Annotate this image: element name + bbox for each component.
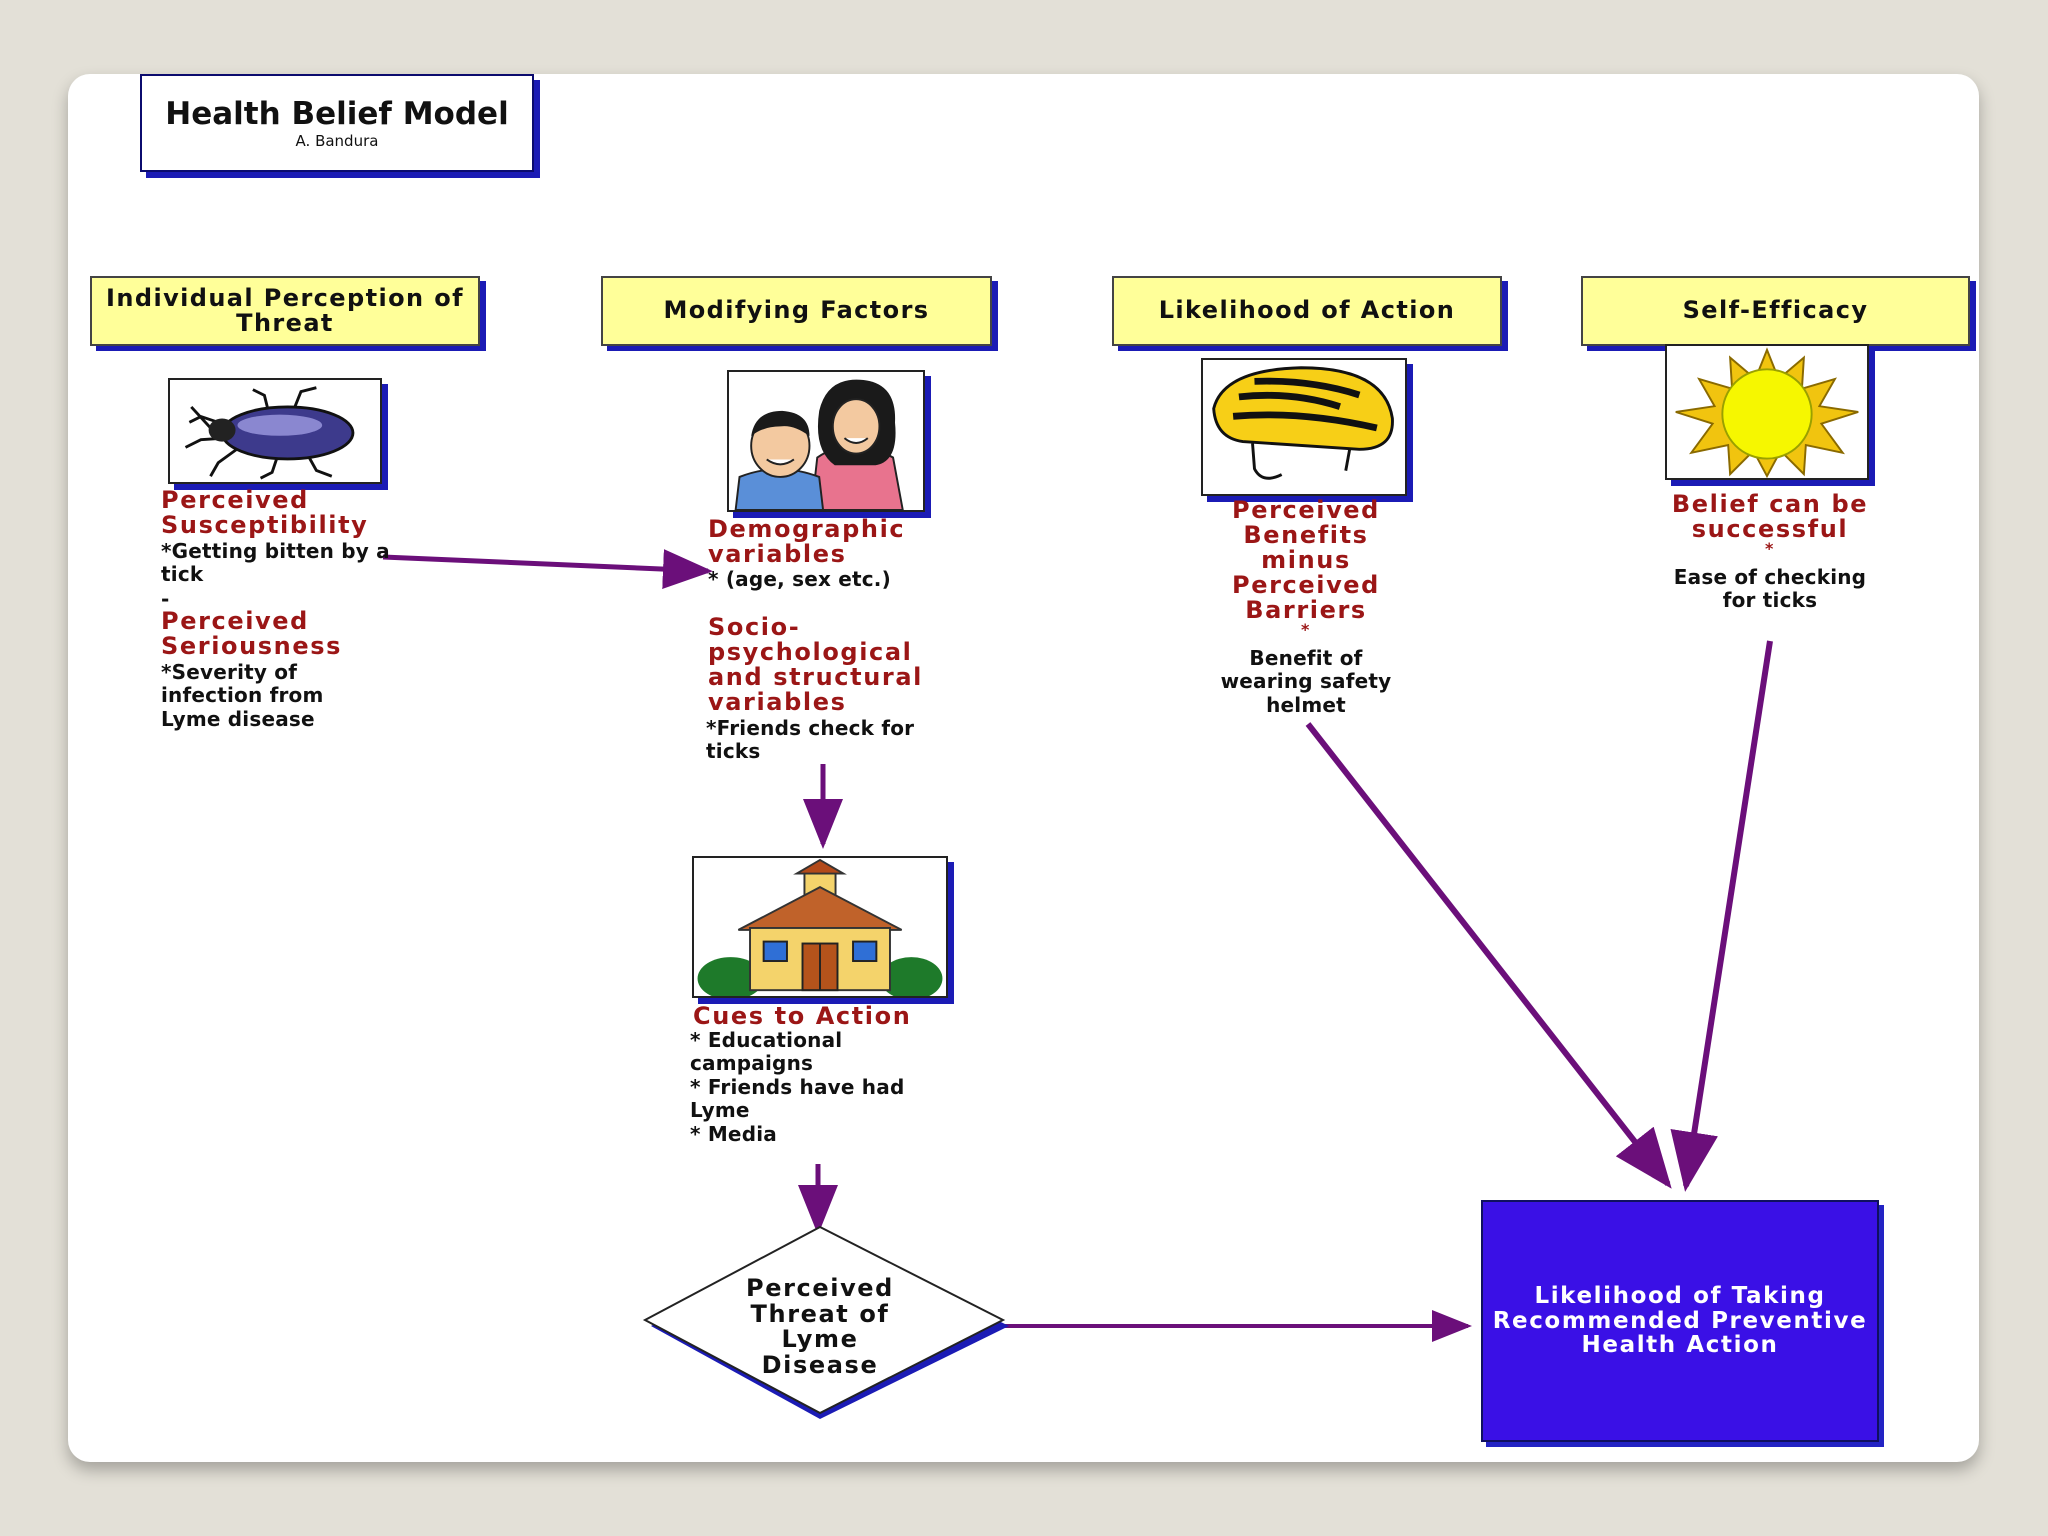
socio-variables-text: *Friends check for ticks: [706, 716, 915, 764]
arrow-benefits-to-outcome: [1305, 722, 1672, 1189]
header-efficacy: Self-Efficacy: [1581, 276, 1970, 346]
perceived-threat-label: Perceived Threat of Lyme Disease: [746, 1274, 894, 1380]
connector-layer: [382, 549, 1773, 1419]
perceived-barriers-title: Perceived Barriers: [1232, 571, 1380, 624]
header-perception: Individual Perception of Threat: [90, 276, 480, 346]
perceived-benefits-title: Perceived Benefits: [1232, 496, 1380, 549]
demographic-variables-text: * (age, sex etc.): [708, 567, 891, 591]
perceived-seriousness-text: *Severity of infection from Lyme disease: [161, 660, 324, 731]
perceived-susceptibility-title: Perceived Susceptibility: [161, 486, 369, 539]
demographic-variables-title: Demographic variables: [708, 515, 906, 568]
schoolhouse-icon: [697, 858, 943, 996]
threat-diamond: [642, 1225, 1006, 1415]
outcome-box: Likelihood of Taking Recommended Prevent…: [1481, 1200, 1879, 1442]
header-likelihood: Likelihood of Action: [1112, 276, 1502, 346]
helmet-picture: [1201, 358, 1407, 496]
belief-successful-title: Belief can be successful: [1671, 490, 1869, 543]
socio-variables-title: Socio-psychological and structural varia…: [708, 613, 923, 716]
arrow-efficacy-to-outcome: [1670, 640, 1773, 1192]
model-author: A. Bandura: [295, 132, 379, 150]
tick-beetle-picture: [168, 378, 382, 484]
family-picture: [727, 370, 925, 512]
outcome-label: Likelihood of Taking Recommended Prevent…: [1492, 1282, 1868, 1359]
model-title-box: Health Belief Model A. Bandura: [140, 74, 534, 172]
family-icon: [734, 379, 904, 510]
model-title: Health Belief Model: [165, 96, 509, 132]
sun-picture: [1665, 344, 1869, 480]
sun-icon: [1675, 347, 1859, 478]
cues-item-media: * Media: [690, 1122, 777, 1146]
efficacy-star: *: [1765, 539, 1775, 558]
helmet-icon: [1212, 366, 1394, 480]
tick-beetle-icon: [184, 386, 355, 480]
arrow-susceptibility-to-demographic: [382, 549, 713, 590]
likelihood-star: *: [1301, 620, 1311, 639]
minus-label: minus: [1261, 546, 1351, 574]
helmet-benefit-text: Benefit of wearing safety helmet: [1220, 646, 1392, 717]
header-modifying: Modifying Factors: [601, 276, 992, 346]
slide-canvas: Health Belief Model A. Bandura Individua…: [68, 74, 1979, 1462]
perceived-seriousness-title: Perceived Seriousness: [161, 607, 343, 660]
ease-checking-text: Ease of checking for ticks: [1673, 565, 1867, 613]
perception-divider: -: [161, 587, 170, 611]
cues-to-action-title: Cues to Action: [693, 1002, 912, 1030]
cues-item-friends: * Friends have had Lyme: [690, 1075, 905, 1123]
schoolhouse-picture: [692, 856, 948, 998]
cues-item-educational: * Educational campaigns: [690, 1028, 843, 1076]
perceived-susceptibility-text: *Getting bitten by a tick: [161, 539, 390, 587]
